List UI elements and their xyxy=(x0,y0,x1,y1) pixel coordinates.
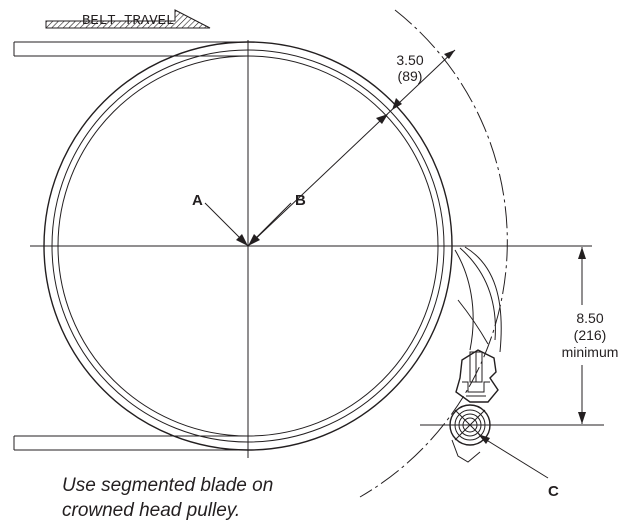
height-note: minimum xyxy=(562,344,619,360)
label-c: C xyxy=(548,483,559,500)
installation-note: Use segmented blade on crowned head pull… xyxy=(62,475,273,521)
leader-arrow-a xyxy=(204,202,248,246)
radial-clearance-dimension: 3.50 (89) xyxy=(247,49,456,247)
label-b: B xyxy=(295,192,306,209)
clearance-inches: 3.50 xyxy=(396,52,423,68)
belt-travel-arrow xyxy=(45,9,211,29)
upper-belt-run xyxy=(13,41,248,57)
label-a: A xyxy=(192,192,203,209)
cleaner-assembly xyxy=(449,246,502,463)
height-dimension: 8.50 (216) minimum xyxy=(562,247,622,424)
leader-arrow-c xyxy=(478,434,549,479)
lower-belt-run xyxy=(13,435,248,451)
blade-holder xyxy=(455,349,499,403)
note-line-1: Use segmented blade on xyxy=(62,475,273,496)
centerlines xyxy=(30,40,604,458)
height-mm: (216) xyxy=(574,327,607,343)
note-line-2: crowned head pulley. xyxy=(62,500,240,521)
belt-travel-indicator: BELT TRAVEL xyxy=(45,9,211,29)
mandrel-bracket xyxy=(451,439,481,463)
clearance-arc xyxy=(359,9,508,498)
height-inches: 8.50 xyxy=(576,310,603,326)
mandrel-tube xyxy=(449,404,491,446)
clearance-mm: (89) xyxy=(398,68,423,84)
